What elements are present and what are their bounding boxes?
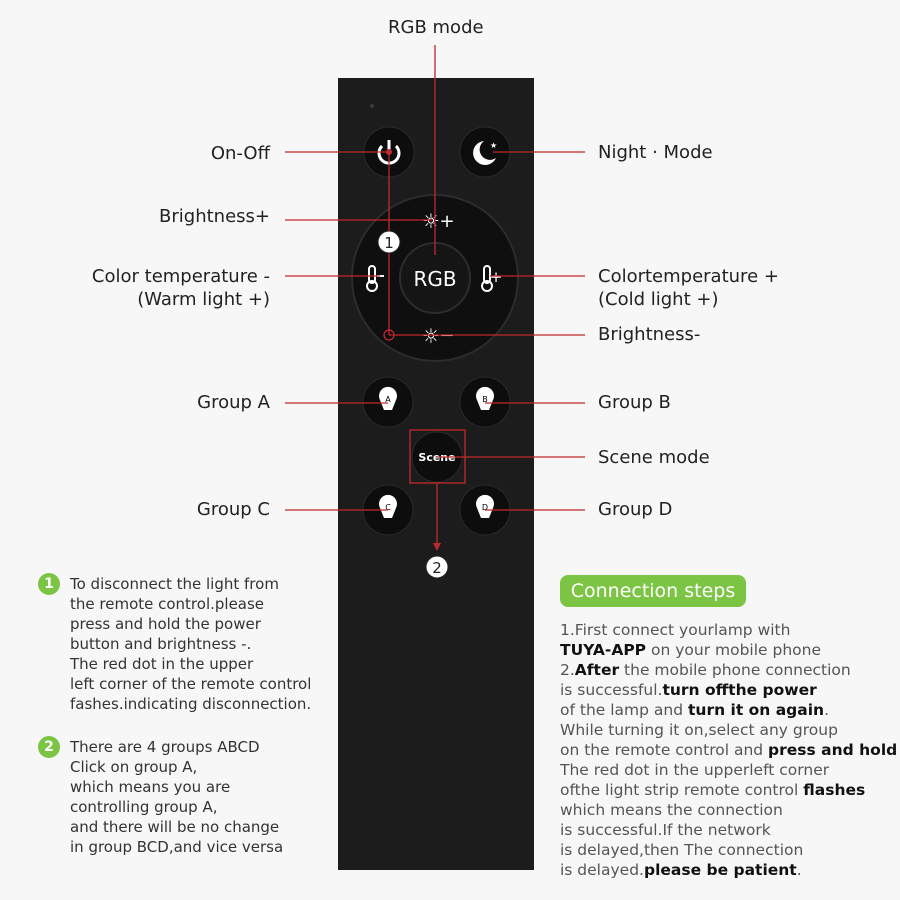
bulb-icon (379, 386, 397, 410)
step-emphasis: After (574, 661, 620, 679)
label-rgb-mode: RGB mode (388, 17, 484, 38)
step-line: which means the connection (560, 800, 897, 820)
bulb-icon (476, 494, 494, 518)
step-text: . (796, 861, 802, 879)
note-2-badge: 2 (38, 736, 60, 758)
note-1: To disconnect the light from the remote … (70, 574, 311, 714)
label-color-temp-plus: Colortemperature + (Cold light +) (598, 265, 779, 311)
step-emphasis: TUYA-APP (560, 641, 647, 659)
svg-text:+: + (439, 211, 454, 232)
note-line: press and hold the power (70, 615, 261, 633)
indicator-led (370, 104, 374, 108)
label-group-b: Group B (598, 392, 671, 413)
note-line: the remote control.please (70, 595, 265, 613)
label-color-temp-minus: Color temperature - (Warm light +) (92, 265, 270, 311)
step-line: of the lamp and turn it on again. (560, 700, 897, 720)
step-text: While turning it on,select any group (560, 721, 838, 739)
step-emphasis: turn it on again (688, 701, 825, 719)
svg-text:C: C (385, 503, 391, 512)
step-text: 1.First connect yourlamp with (560, 621, 791, 639)
brightness-up-icon[interactable]: ☼ (422, 209, 440, 233)
step-text: the mobile phone connection (619, 661, 851, 679)
step-text: 2. (560, 661, 575, 679)
step-text: which means the connection (560, 801, 783, 819)
note-line: The red dot in the upper (70, 655, 254, 673)
note-line: There are 4 groups ABCD (70, 738, 260, 756)
note-line: which means you are (70, 778, 231, 796)
step-line: While turning it on,select any group (560, 720, 897, 740)
label-night-mode: Night · Mode (598, 142, 713, 163)
step-line: is delayed.please be patient. (560, 860, 897, 880)
label-brightness-minus: Brightness- (598, 324, 701, 345)
step-line: TUYA-APP on your mobile phone (560, 640, 897, 660)
label-scene-mode: Scene mode (598, 447, 710, 468)
svg-text:★: ★ (490, 141, 497, 150)
moon-icon (473, 141, 496, 165)
step-text: . (824, 701, 830, 719)
note-line: left corner of the remote control (70, 675, 312, 693)
note-2: There are 4 groups ABCD Click on group A… (70, 737, 283, 857)
step-text: ofthe light strip remote control (560, 781, 804, 799)
note-line: To disconnect the light from (70, 575, 279, 593)
svg-text:A: A (385, 395, 391, 404)
step-emphasis: turn offthe power (662, 681, 817, 699)
step-text: on your mobile phone (646, 641, 821, 659)
bulb-icon (476, 386, 494, 410)
svg-text:D: D (482, 503, 488, 512)
svg-text:2: 2 (432, 559, 442, 577)
step-emphasis: flashes (803, 781, 866, 799)
step-emphasis: please be patient (643, 861, 797, 879)
label-group-d: Group D (598, 499, 673, 520)
step-text: is delayed,then The connection (560, 841, 804, 859)
step-text: of the lamp and (560, 701, 688, 719)
step-text: The red dot in the upperleft corner (560, 761, 830, 779)
step-line: is successful.If the network (560, 820, 897, 840)
step-line: 1.First connect yourlamp with (560, 620, 897, 640)
note-line: Click on group A, (70, 758, 198, 776)
note-line: button and brightness -. (70, 635, 252, 653)
step-line: The red dot in the upperleft corner (560, 760, 897, 780)
group-a-button[interactable]: A (362, 376, 414, 428)
step-line: on the remote control and press and hold (560, 740, 897, 760)
thermometer-plus-icon[interactable]: + (481, 265, 503, 292)
label-group-a: Group A (197, 392, 270, 413)
cold-light-text: (Cold light +) (598, 289, 719, 310)
group-b-button[interactable]: B (459, 376, 511, 428)
label-group-c: Group C (196, 499, 270, 520)
connection-steps-title: Connection steps (560, 575, 746, 607)
bulb-icon (379, 494, 397, 518)
svg-text:1: 1 (384, 234, 394, 252)
marker-2 (425, 555, 449, 579)
color-temp-minus-text: Color temperature - (91, 266, 270, 287)
note-1-badge: 1 (38, 573, 60, 595)
step-line: is delayed,then The connection (560, 840, 897, 860)
svg-text:B: B (482, 395, 488, 404)
rgb-button-label: RGB (413, 267, 456, 291)
step-text: on the remote control and (560, 741, 769, 759)
note-line: fashes.indicating disconnection. (70, 695, 312, 713)
svg-text:+: + (490, 268, 503, 286)
marker-1 (377, 230, 401, 254)
step-line: is successful.turn offthe power (560, 680, 897, 700)
note-line: and there will be no change (70, 818, 280, 836)
color-temp-plus-text: Colortemperature + (598, 266, 779, 287)
night-mode-button[interactable]: ★ (459, 126, 511, 178)
brightness-down-icon[interactable]: ☼ (422, 324, 440, 348)
label-brightness-plus: Brightness+ (159, 206, 270, 227)
step-text: is successful.If the network (560, 821, 771, 839)
step-text: is successful. (560, 681, 663, 699)
note-line: in group BCD,and vice versa (70, 838, 284, 856)
step-line: ofthe light strip remote control flashes (560, 780, 897, 800)
label-on-off: On-Off (210, 143, 270, 164)
step-line: 2.After the mobile phone connection (560, 660, 897, 680)
warm-light-text: (Warm light +) (137, 289, 270, 310)
step-text: is delayed. (560, 861, 644, 879)
note-line: controlling group A, (70, 798, 218, 816)
step-emphasis: press and hold (768, 741, 898, 759)
pointer-lines (285, 45, 585, 545)
